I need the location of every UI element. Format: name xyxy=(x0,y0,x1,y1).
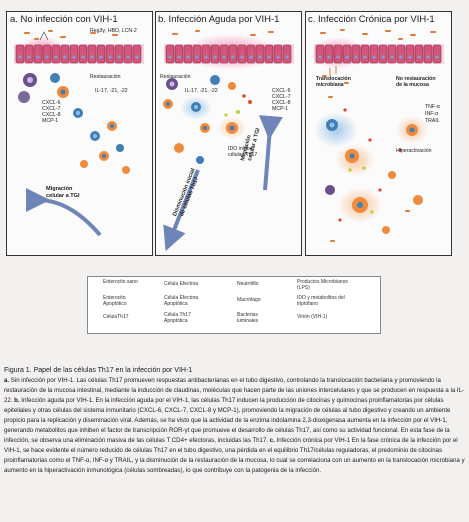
panel-c-no-restoration-line2: de la mucosa xyxy=(396,82,429,88)
panel-b-chemokine-3: CXCL-8 xyxy=(272,100,291,106)
panel-b-chemokine-2: CXCL-7 xyxy=(272,94,291,100)
panel-c-cytokine-1: TNF-α xyxy=(425,104,440,110)
panel-c-hyperactivation-label: Hiperactivación xyxy=(396,148,432,154)
panel-a-chemokine-1: CXCL-6 xyxy=(42,100,61,106)
panel-c-cells xyxy=(314,66,428,242)
panel-a-title: a. No infección con VIH-1 xyxy=(10,14,118,25)
legend-effector-cell: Célula Efectora xyxy=(164,281,199,287)
panel-b-chemokine-4: MCP-1 xyxy=(272,106,289,112)
legend-hiv-virion: Virión (VIH-1) xyxy=(297,314,328,320)
panel-b-restoration-label: Restauración xyxy=(160,74,191,80)
panel-b-cytokines-label: IL-17, -21, -22 xyxy=(185,88,218,94)
caption-a-tag: a. xyxy=(4,377,10,384)
legend-neutrophil: Neutrófilo xyxy=(237,281,259,287)
caption-a-text: Sin infección por VIH-1. Las células Th1… xyxy=(4,377,465,404)
legend-healthy-enterocyte: Enterocito sano xyxy=(103,279,138,285)
caption-c-text: Infección crónica por VIH-1 En la fase c… xyxy=(4,436,465,474)
panel-c-cytokine-2: INF-α xyxy=(425,111,439,117)
panel-b-cells xyxy=(163,75,252,164)
panel-a-chemokine-3: CXCL-8 xyxy=(42,112,61,118)
legend-luminal-bacteria: Bacterias luminales xyxy=(237,312,259,324)
legend-ido-metabolites: IDO y metabolitos del triptófano xyxy=(297,295,345,307)
panel-b-title: b. Infección Aguda por VIH-1 xyxy=(158,14,280,25)
panel-a-cells xyxy=(18,73,130,174)
panel-b-ido-line2: células Th17 xyxy=(228,152,258,158)
panel-a-migration-line2: celular a TGI xyxy=(46,193,80,199)
panel-b-chemokine-1: CXCL-6 xyxy=(272,88,291,94)
panel-b-decline-arrow xyxy=(163,169,200,252)
legend-microbial-products: Productos Microbianos (LPS) xyxy=(297,279,348,291)
panel-b-migration-arrow xyxy=(259,115,283,191)
legend-macrophage: Macrófago xyxy=(237,297,261,303)
caption-c-tag: c. xyxy=(269,436,275,444)
panel-a-cytokines-label: IL-17, -21, -22 xyxy=(95,88,128,94)
panel-a-migration-arrow xyxy=(25,187,102,237)
panel-c-translocation-line1: Translocación xyxy=(316,76,351,82)
panel-a-epithelium xyxy=(14,30,144,64)
legend-apoptotic-th17-cell: Célula Th17 Apoptótica xyxy=(164,312,191,324)
panel-a-migration-line1: Migración xyxy=(46,186,73,192)
legend-apoptotic-enterocyte: Enterocito Apoptótico xyxy=(103,295,127,307)
legend-th17-cell: CélulaTh17 xyxy=(103,314,129,320)
panel-b-epithelium xyxy=(164,30,294,70)
panel-c-translocation-line2: microbiana xyxy=(316,82,344,88)
panel-c-epithelium xyxy=(312,29,444,69)
caption-b-tag: b. xyxy=(14,396,20,404)
panel-c-no-restoration-line1: No restauración xyxy=(396,76,436,82)
panel-b-ido-line1: IDO inhibe xyxy=(228,146,253,152)
panel-c-cytokine-3: TRAIL xyxy=(425,118,440,124)
caption-b-text: Infección aguda por VIH-1. En la infecci… xyxy=(4,396,451,444)
caption-title: Figura 1. Papel de las células Th17 en l… xyxy=(4,367,193,374)
legend-apoptotic-effector-cell: Célula Efectora Apoptótica xyxy=(164,295,199,307)
panel-a-chemokine-4: MCP-1 xyxy=(42,118,59,124)
legend-box xyxy=(87,276,381,334)
panel-a-antimicrobial-label: Reg3γ, HBD, LCN-2 xyxy=(90,28,137,34)
figure-caption: Figura 1. Papel de las células Th17 en l… xyxy=(4,365,465,476)
panel-c-title: c. Infección Crónica por VIH-1 xyxy=(308,14,435,25)
diagram-illustrations xyxy=(14,29,444,322)
panel-a-chemokine-2: CXCL-7 xyxy=(42,106,61,112)
panel-a-restoration-label: Restauración xyxy=(90,74,121,80)
